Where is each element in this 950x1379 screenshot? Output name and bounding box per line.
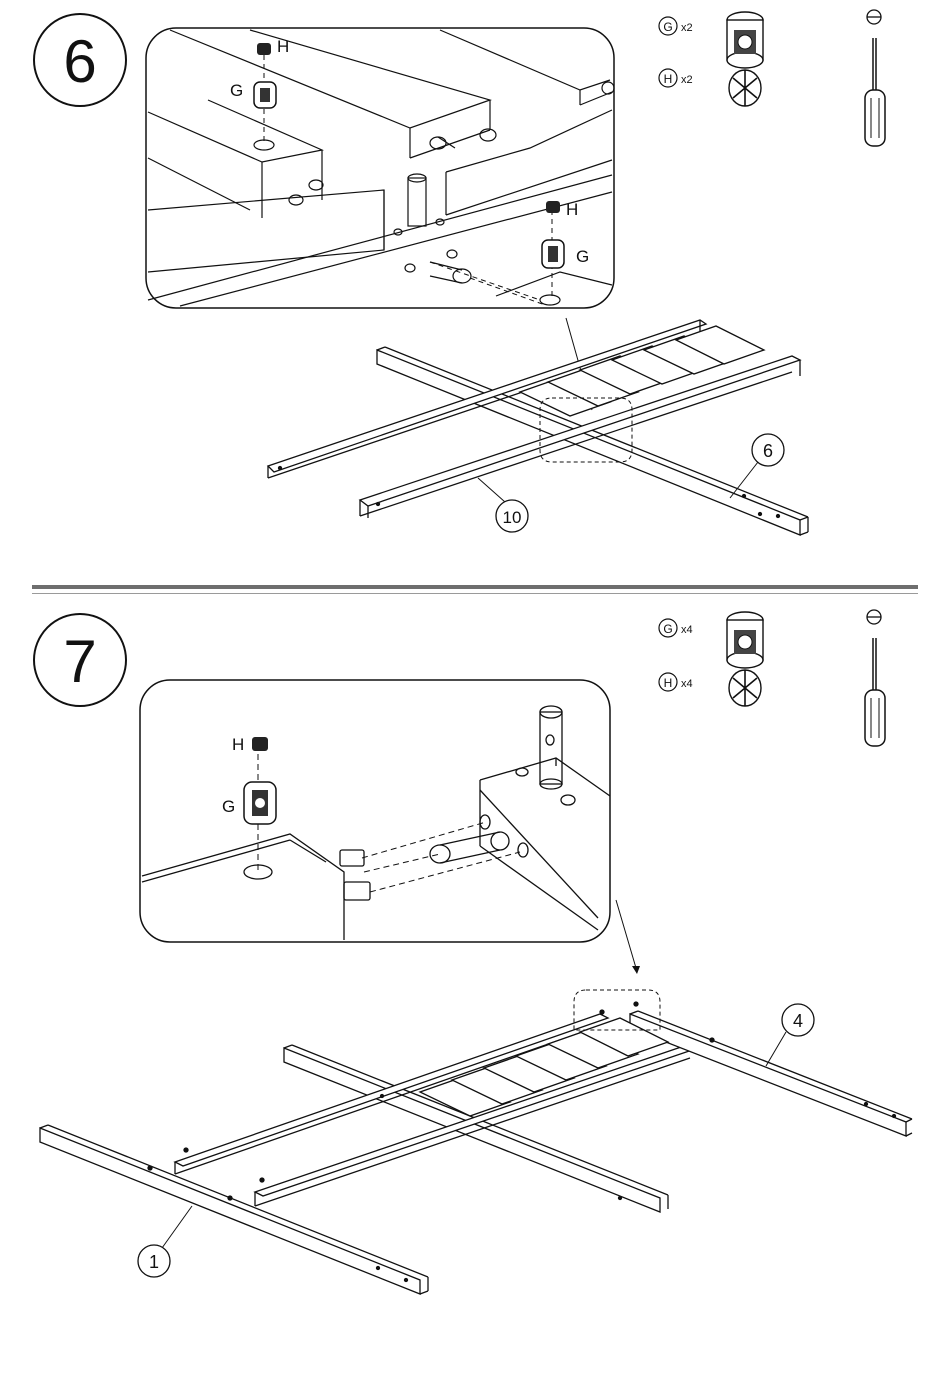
part-callout-10: 10	[478, 478, 528, 532]
screwdriver-icon	[865, 610, 885, 746]
step-7-frame-drawing	[40, 1002, 912, 1294]
callout-g: G	[222, 797, 235, 816]
step-6-number-badge: 6	[34, 14, 126, 106]
hardware-h-code: H	[664, 676, 673, 690]
step-6-diagram: 6	[0, 0, 950, 580]
part-number-1: 1	[149, 1252, 159, 1272]
part-number-6: 6	[763, 441, 773, 461]
step-6-detail-view: H G H G	[146, 28, 614, 308]
step-6-number: 6	[63, 28, 96, 95]
part-number-4: 4	[793, 1011, 803, 1031]
callout-h-bottom: H	[566, 200, 578, 219]
step-7-number-badge: 7	[34, 614, 126, 706]
screwdriver-icon	[865, 10, 885, 146]
hardware-g-code: G	[663, 622, 672, 636]
h-fitting-icon	[257, 43, 271, 55]
h-fitting-icon	[252, 737, 268, 751]
callout-h: H	[232, 735, 244, 754]
step-6-hardware-list: G x2 H x2	[659, 12, 763, 106]
step-7-diagram: 7	[0, 600, 950, 1379]
g-cam-fitting-icon	[244, 782, 276, 824]
step-6-frame-drawing	[268, 320, 808, 535]
callout-h-top: H	[277, 37, 289, 56]
step-7-hardware-list: G x4 H x4	[659, 612, 763, 706]
part-number-10: 10	[503, 508, 522, 527]
cam-lock-icon	[727, 612, 763, 668]
detail-leader-line	[616, 900, 636, 968]
threaded-insert-icon	[729, 670, 761, 706]
hardware-g-qty: x4	[681, 624, 693, 636]
threaded-insert-icon	[729, 70, 761, 106]
g-cam-fitting-icon	[254, 82, 276, 108]
hardware-h-qty: x2	[681, 74, 693, 86]
hardware-h-code: H	[664, 72, 673, 86]
step-7-detail-view: H G	[140, 680, 610, 942]
callout-g-bottom: G	[576, 247, 589, 266]
hardware-g-code: G	[663, 20, 672, 34]
step-7-panel: 7	[0, 600, 950, 1379]
step-6-panel: 6	[0, 0, 950, 580]
g-cam-fitting-icon	[542, 240, 564, 268]
part-callout-4: 4	[766, 1004, 814, 1066]
part-callout-6: 6	[730, 434, 784, 498]
section-divider-thin	[32, 593, 918, 594]
step-7-number: 7	[63, 628, 96, 695]
part-callout-1: 1	[138, 1206, 192, 1277]
hardware-g-qty: x2	[681, 22, 693, 34]
hardware-h-qty: x4	[681, 678, 693, 690]
leader-arrowhead	[632, 966, 640, 974]
section-divider	[32, 585, 918, 589]
cam-lock-icon	[727, 12, 763, 68]
callout-g-top: G	[230, 81, 243, 100]
h-fitting-icon	[546, 201, 560, 213]
